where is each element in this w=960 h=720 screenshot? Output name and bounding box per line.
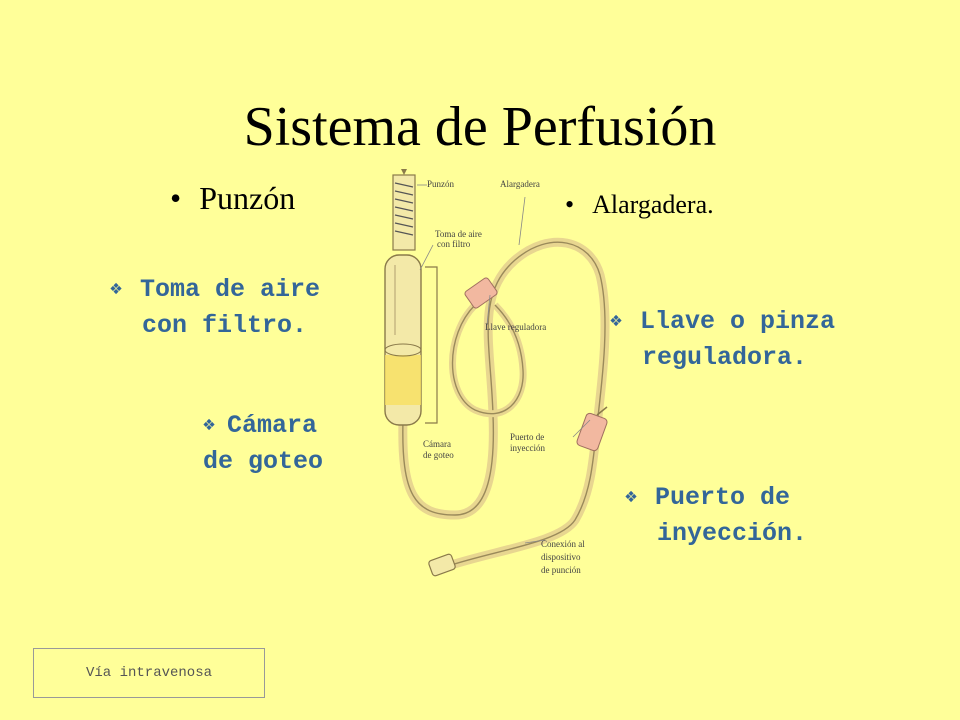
slide-title: Sistema de Perfusión <box>243 96 717 158</box>
label-toma-aire-1: Toma de aire <box>435 229 482 239</box>
label-alargadera: Alargadera <box>500 179 540 189</box>
roller-clamp <box>464 277 498 309</box>
tubing-outer <box>398 237 610 572</box>
subitem-puerto: ❖Puerto de inyección. <box>625 480 807 552</box>
label-punzon: Punzón <box>427 179 455 189</box>
bullet-dot-icon: • <box>170 180 182 216</box>
label-puerto-1: Puerto de <box>510 432 544 442</box>
subitem-camara: ❖Cámara de goteo <box>203 408 323 480</box>
connector-end <box>428 553 456 577</box>
tubing-inner-loop-edge <box>451 304 524 415</box>
subitem-toma-aire: ❖Toma de aire con filtro. <box>110 272 320 344</box>
label-conexion-3: de punción <box>541 565 581 575</box>
tubing-outer-edge <box>402 241 606 568</box>
label-toma-aire-2: con filtro <box>437 239 471 249</box>
diamond-bullet-icon: ❖ <box>110 278 123 301</box>
label-puerto-2: inyección <box>510 443 545 453</box>
diamond-bullet-icon: ❖ <box>625 486 638 509</box>
bracket-toma-aire <box>425 266 438 424</box>
bullet-dot-icon: • <box>565 190 575 219</box>
drip-chamber <box>384 254 422 426</box>
spike-punzon <box>392 169 416 251</box>
bullet-punzon: •Punzón <box>170 180 296 216</box>
label-conexion-1: Conexión al <box>541 539 585 549</box>
perfusion-diagram: Punzón Alargadera Toma de aire con filtr… <box>384 169 610 577</box>
bullet-alargadera: •Alargadera. <box>565 190 714 219</box>
nav-label: Vía intravenosa <box>85 665 213 681</box>
diamond-bullet-icon: ❖ <box>203 414 216 437</box>
label-conexion-2: dispositivo <box>541 552 581 562</box>
label-llave: Llave reguladora <box>485 322 546 332</box>
label-camara-1: Cámara <box>423 439 451 449</box>
subitem-llave: ❖Llave o pinza reguladora. <box>610 304 835 376</box>
diamond-bullet-icon: ❖ <box>610 310 623 333</box>
nav-via-intravenosa-button[interactable]: Vía intravenosa <box>33 648 265 698</box>
label-camara-2: de goteo <box>423 450 454 460</box>
